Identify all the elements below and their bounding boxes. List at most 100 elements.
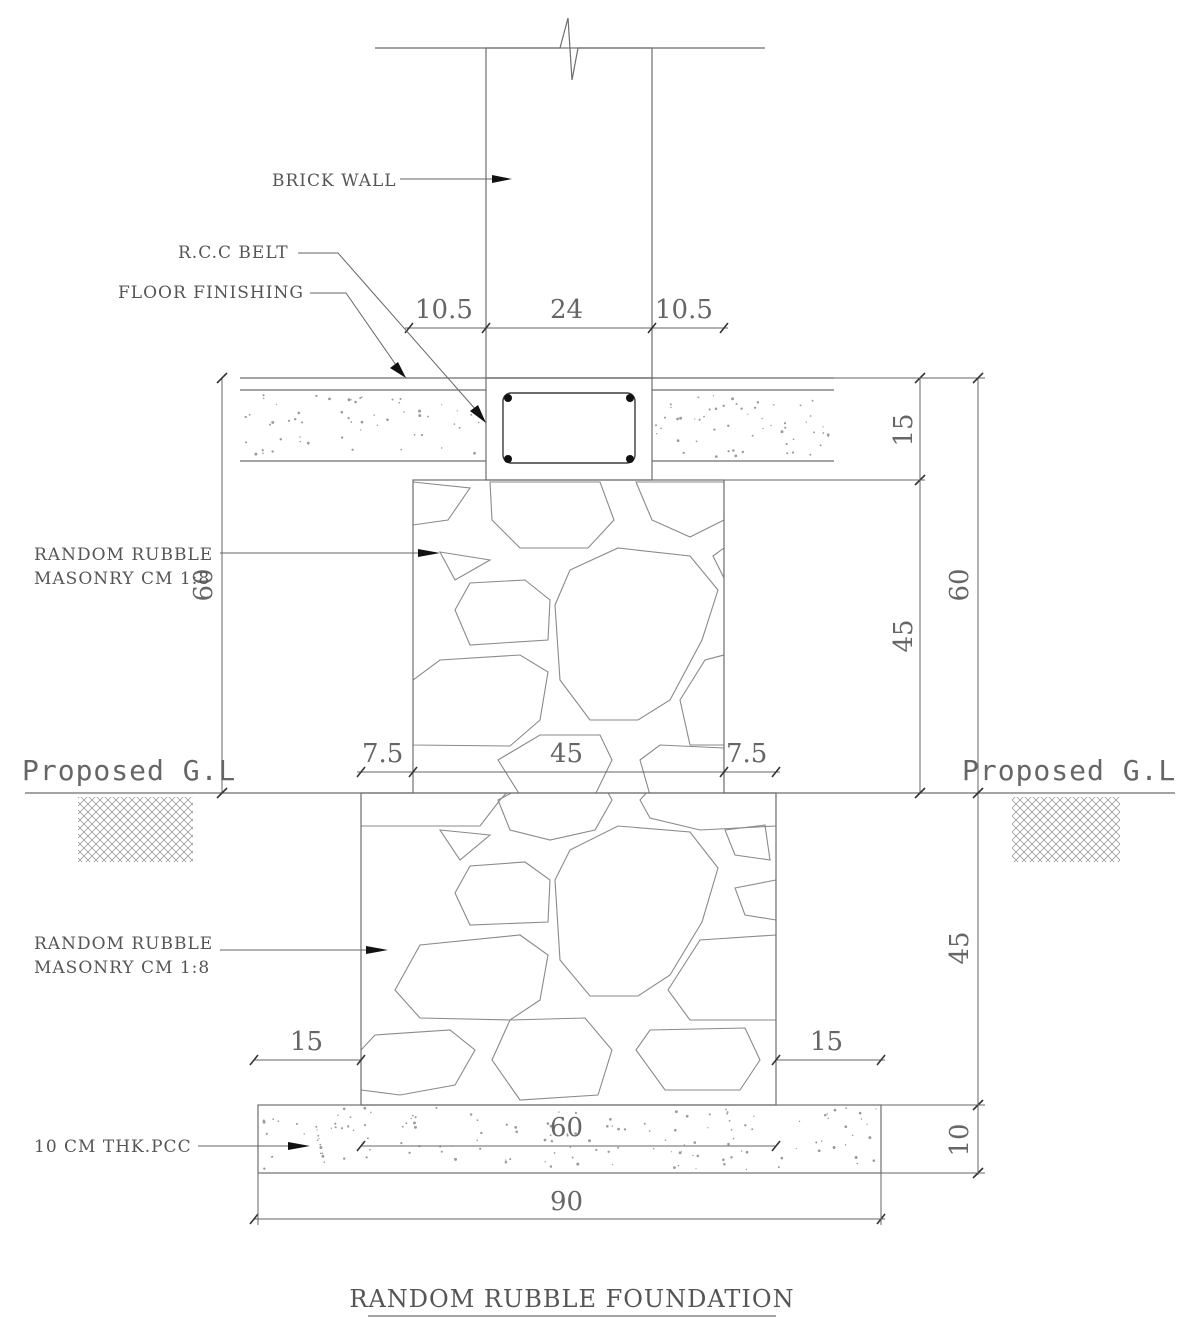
concrete-speckle: [347, 398, 351, 402]
concrete-speckle: [730, 1128, 733, 1131]
concrete-speckle: [670, 406, 672, 409]
dim-upper-masonry-height: 45: [889, 619, 919, 652]
concrete-speckle: [400, 1141, 403, 1145]
concrete-speckle: [414, 1116, 417, 1119]
concrete-speckle: [607, 1150, 610, 1154]
concrete-speckle: [454, 1157, 457, 1161]
concrete-speckle: [354, 400, 357, 404]
concrete-speckle: [875, 1108, 877, 1110]
concrete-speckle: [693, 1141, 697, 1144]
concrete-speckle: [734, 454, 738, 458]
gl-label-right: Proposed G.L: [962, 754, 1176, 787]
concrete-speckle: [868, 1136, 872, 1140]
concrete-speckle: [470, 413, 473, 416]
concrete-speckle: [726, 1111, 729, 1114]
concrete-speckle: [271, 450, 274, 453]
concrete-speckle: [674, 1128, 677, 1132]
concrete-speckle: [360, 396, 363, 399]
concrete-speckle: [330, 1127, 332, 1129]
concrete-speckle: [287, 419, 291, 422]
concrete-speckle: [670, 1151, 673, 1153]
concrete-speckle: [866, 1123, 868, 1126]
concrete-speckle: [574, 1111, 578, 1115]
concrete-speckle: [826, 433, 830, 437]
label-rrm-upper-line1: RANDOM RUBBLE: [34, 545, 213, 565]
concrete-speckle: [732, 1137, 735, 1140]
concrete-speckle: [609, 1118, 612, 1121]
concrete-speckle: [340, 436, 344, 439]
concrete-speckle: [350, 399, 352, 401]
concrete-speckle: [566, 1134, 569, 1137]
concrete-speckle: [675, 1110, 678, 1114]
concrete-speckle: [262, 452, 264, 455]
concrete-speckle: [677, 1164, 680, 1167]
concrete-speckle: [473, 451, 476, 455]
concrete-speckle: [391, 398, 394, 401]
dim-stray-left: 60: [189, 568, 219, 601]
concrete-speckle: [337, 1114, 339, 1117]
concrete-speckle: [400, 448, 403, 451]
label-rcc-belt: R.C.C BELT: [178, 243, 289, 263]
concrete-speckle: [588, 1139, 591, 1143]
concrete-speckle: [386, 418, 389, 421]
concrete-speckle: [480, 1131, 483, 1135]
concrete-speckle: [747, 413, 749, 415]
concrete-speckle: [360, 429, 362, 431]
ground-level: Proposed G.L Proposed G.L: [22, 754, 1176, 862]
concrete-speckle: [812, 431, 815, 434]
concrete-speckle: [321, 1154, 325, 1158]
concrete-speckle: [725, 1108, 727, 1111]
concrete-speckle: [712, 395, 715, 397]
concrete-speckle: [440, 1150, 443, 1153]
concrete-speckle: [558, 1111, 560, 1113]
concrete-speckle: [819, 444, 822, 447]
concrete-speckle: [695, 440, 698, 443]
dim-above-gl-total: 60: [945, 568, 975, 601]
concrete-speckle: [408, 1151, 411, 1154]
concrete-speckle: [263, 1167, 266, 1170]
concrete-speckle: [265, 1132, 268, 1135]
leader-labels: BRICK WALL R.C.C BELT FLOOR FINISHING RA…: [34, 171, 512, 1157]
concrete-speckle: [703, 415, 705, 418]
concrete-speckle: [453, 423, 456, 425]
concrete-speckle: [676, 439, 680, 442]
concrete-speckle: [773, 404, 775, 406]
concrete-speckle: [727, 1142, 730, 1146]
concrete-speckle: [504, 1160, 508, 1164]
concrete-speckle: [546, 1122, 550, 1125]
concrete-speckle: [410, 1117, 412, 1120]
concrete-speckle: [262, 394, 265, 397]
concrete-speckle: [315, 1125, 318, 1128]
concrete-speckle: [370, 1111, 372, 1114]
concrete-speckle: [694, 418, 696, 420]
concrete-speckle: [543, 1138, 547, 1142]
dim-lower-masonry-height: 45: [945, 931, 975, 964]
concrete-speckle: [349, 1116, 352, 1118]
label-pcc: 10 CM THK.PCC: [34, 1137, 192, 1157]
concrete-speckle: [316, 1129, 318, 1131]
concrete-speckle: [735, 402, 738, 406]
concrete-speckle: [505, 1159, 507, 1161]
concrete-speckle: [275, 403, 278, 406]
concrete-speckle: [682, 451, 685, 455]
concrete-speckle: [822, 432, 825, 434]
concrete-speckle: [293, 417, 297, 421]
concrete-speckle: [777, 1166, 780, 1169]
concrete-speckle: [254, 452, 258, 456]
concrete-speckle: [730, 1156, 733, 1159]
concrete-speckle: [373, 414, 375, 416]
concrete-speckle: [652, 1147, 655, 1150]
concrete-speckle: [376, 424, 379, 426]
dim-pcc-offset-left: 15: [290, 1027, 323, 1057]
concrete-speckle: [350, 421, 353, 423]
concrete-speckle: [751, 434, 754, 437]
concrete-speckle: [696, 1154, 700, 1158]
concrete-speckle: [723, 1162, 726, 1166]
concrete-speckle: [574, 1132, 577, 1135]
concrete-speckle: [303, 1133, 305, 1135]
concrete-speckle: [823, 1114, 827, 1117]
concrete-speckle: [795, 1147, 797, 1150]
concrete-speckle: [654, 424, 658, 427]
concrete-speckle: [403, 411, 405, 413]
concrete-speckle: [744, 1124, 747, 1127]
